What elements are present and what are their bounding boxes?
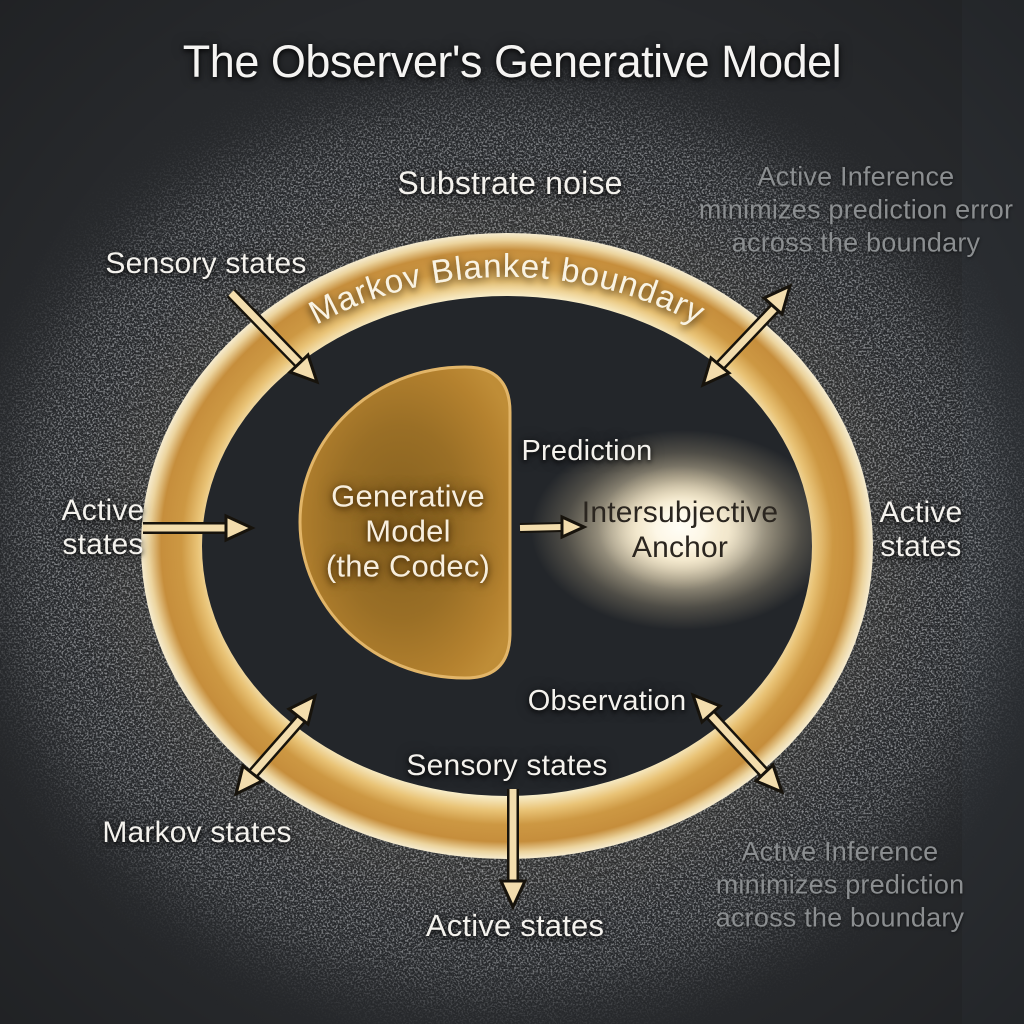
sensory-states-bottom-label: Sensory states <box>406 749 608 782</box>
intersubjective-anchor-label: Intersubjective Anchor <box>582 495 778 565</box>
substrate-noise-label: Substrate noise <box>397 165 623 201</box>
generative-model-line: Model <box>365 513 451 549</box>
annotation-line: across the boundary <box>731 227 981 258</box>
active-states-left-label: Active states <box>61 494 145 561</box>
prediction-label: Prediction <box>521 435 653 467</box>
active-states-right-label: Active states <box>879 496 963 563</box>
annotation-line: minimizes prediction <box>715 869 965 900</box>
annotation-line: Active Inference <box>757 161 955 192</box>
annotation-top-right: Active Inference minimizes prediction er… <box>699 161 1013 260</box>
markov-states-label: Markov states <box>102 816 292 849</box>
active-states-bottom-label: Active states <box>425 908 605 943</box>
annotation-line: across the boundary <box>715 902 965 933</box>
generative-model-line: (the Codec) <box>325 548 491 584</box>
generative-model-line: Generative <box>331 478 485 514</box>
observation-label: Observation <box>527 685 687 717</box>
anchor-line: Intersubjective <box>581 496 779 529</box>
annotation-bottom-right: Active Inference minimizes prediction ac… <box>716 836 965 935</box>
annotation-line: Active Inference <box>741 836 939 867</box>
page-title: The Observer's Generative Model <box>182 36 842 87</box>
anchor-line: Anchor <box>631 531 729 564</box>
generative-model-label: Generative Model (the Codec) <box>326 479 490 584</box>
sensory-states-top-label: Sensory states <box>105 247 307 280</box>
annotation-line: minimizes prediction error <box>698 194 1014 225</box>
